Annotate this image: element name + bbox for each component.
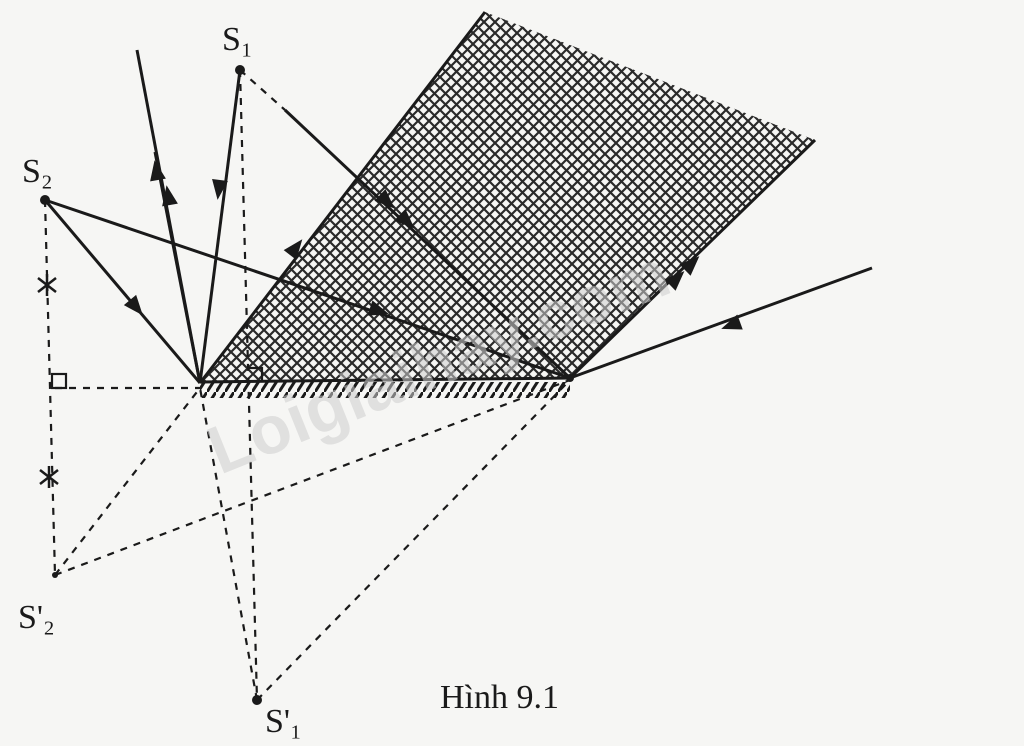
s1-incident-dashed <box>239 69 286 111</box>
arrow-boundary-left <box>283 239 303 260</box>
ray-s2-to-right <box>44 198 571 380</box>
point-s1 <box>235 65 245 75</box>
ray-s2-to-left <box>43 199 202 384</box>
right-angle-mark-s1 <box>247 366 264 382</box>
label-s1-image: S'₁ <box>265 703 302 740</box>
reflected-ray-left-inner <box>153 151 202 384</box>
boundary-left <box>198 11 487 384</box>
arrow-incoming-right <box>721 314 743 330</box>
arrow-reflect-left-outer <box>150 160 166 182</box>
arrow-s2-left <box>123 294 143 316</box>
arrow-s1-right-a <box>374 189 395 209</box>
arrow-reflect-left-inner <box>162 185 178 207</box>
figure-caption: Hình 9.1 <box>440 679 559 716</box>
arrow-s2-right <box>367 300 390 316</box>
s2-image-ray-a <box>54 387 201 576</box>
visible-region <box>200 12 815 385</box>
point-mirror-right <box>566 374 574 382</box>
s1-image-ray-a <box>198 387 259 701</box>
arrow-s1-right-b <box>394 209 415 229</box>
arrow-boundary-right-a <box>664 271 685 291</box>
s1-image-ray-b <box>256 379 571 701</box>
ray-s1-to-left <box>198 69 242 384</box>
label-s2: S₂ <box>22 153 53 190</box>
arrow-s1-left <box>212 179 228 200</box>
label-s2-image: S'₂ <box>18 599 55 636</box>
arrow-boundary-right-b <box>679 256 700 276</box>
equal-mark-lower <box>39 466 59 488</box>
right-angle-mark-s2 <box>50 372 68 390</box>
mirror <box>200 382 570 398</box>
ray-s1-to-right <box>283 108 572 380</box>
reflected-ray-right <box>569 266 873 380</box>
equal-mark-upper <box>37 274 57 296</box>
normal-s2 <box>43 199 57 576</box>
label-s1: S₁ <box>222 21 253 58</box>
point-s2 <box>40 195 50 205</box>
point-s2-image <box>52 572 58 578</box>
point-s1-image <box>252 695 262 705</box>
